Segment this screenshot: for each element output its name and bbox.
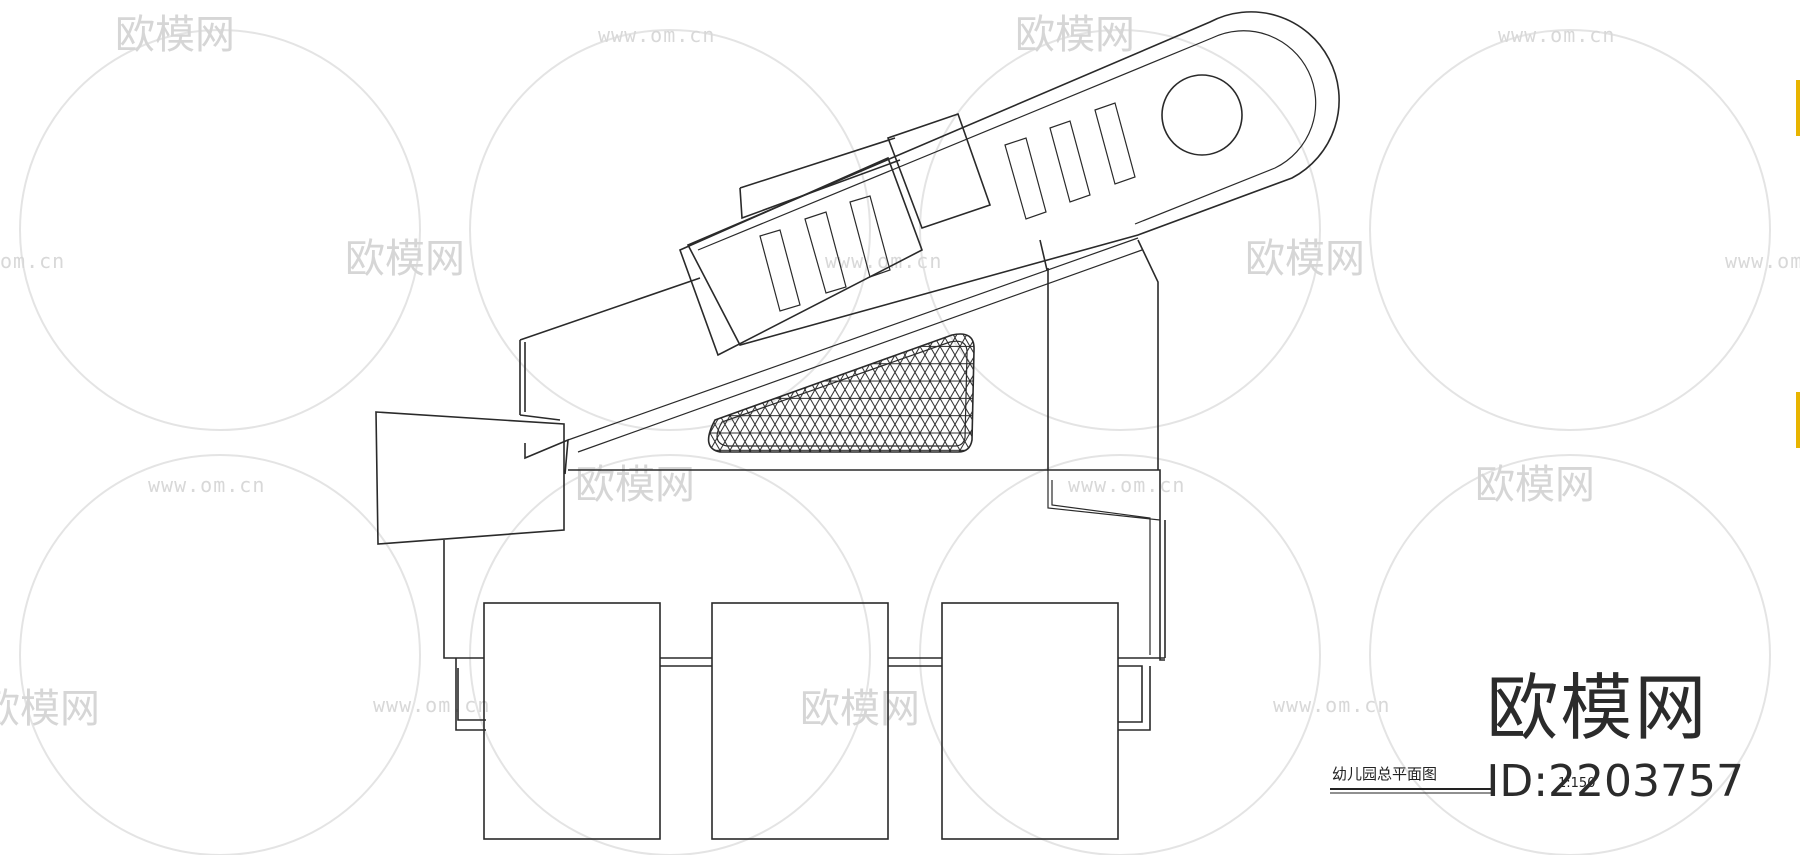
- classroom-block-3: [941, 602, 1119, 840]
- watermark-url: www.om.cn: [598, 23, 715, 47]
- main-wing-outline: [686, 11, 1340, 346]
- site-boundary-outer: [519, 277, 701, 475]
- watermark-brand: 欧模网: [1015, 12, 1135, 58]
- courtyard-inner-edge: [716, 340, 968, 447]
- watermark-brand: 欧模网: [0, 686, 100, 732]
- edge-marker: [1796, 80, 1800, 136]
- watermark-url: www.om.cn: [148, 473, 265, 497]
- drawing-title: 幼儿园总平面图: [1332, 765, 1437, 783]
- classroom-slot: [849, 195, 891, 278]
- watermark-brand: 欧模网: [1245, 236, 1365, 282]
- watermark-url: www.om.cn: [1273, 693, 1390, 717]
- brand-name: 欧模网: [1486, 666, 1709, 750]
- edge-marker: [1796, 392, 1800, 448]
- entrance-hall: [375, 411, 565, 545]
- watermark-brand: 欧模网: [800, 686, 920, 732]
- watermark-url: www.om.cn: [1068, 473, 1185, 497]
- classroom-slot: [1049, 120, 1091, 203]
- watermark-url: www.om.cn: [1725, 249, 1800, 273]
- hatched-courtyard: [707, 333, 975, 453]
- main-wing-inner-outline: [697, 30, 1317, 251]
- watermark-brand: 欧模网: [115, 12, 235, 58]
- brand-stamp: 欧模网 ID:2203757: [1486, 668, 1744, 808]
- side-corridor-inner: [1047, 470, 1161, 655]
- classroom-slot: [804, 211, 847, 294]
- brand-id: ID:2203757: [1486, 756, 1744, 807]
- classroom-slot: [759, 229, 801, 312]
- side-corridor: [1047, 239, 1165, 661]
- site-plan: 幼儿园总平面图 1:150: [375, 11, 1595, 840]
- classroom-slot: [1094, 102, 1136, 185]
- watermark-url: om.cn: [0, 249, 65, 273]
- site-boundary: [524, 239, 1048, 412]
- watermark-url: www.om.cn: [825, 249, 942, 273]
- lower-site-outline: [443, 540, 1165, 731]
- site-boundary-outer: [739, 137, 901, 220]
- watermark-brand: 欧模网: [575, 462, 695, 508]
- room-block: [886, 112, 992, 230]
- drawing-scale: 1:150: [1558, 776, 1595, 791]
- room-block: [678, 156, 923, 357]
- walkway-edge: [567, 237, 1139, 441]
- watermark-brand: 欧模网: [1475, 462, 1595, 508]
- watermark-brand: 欧模网: [345, 236, 465, 282]
- classroom-block-1: [483, 602, 661, 840]
- classroom-block-2: [711, 602, 889, 840]
- classroom-slot: [1004, 137, 1047, 220]
- circular-room: [1161, 74, 1243, 156]
- watermark-url: www.om.cn: [373, 693, 490, 717]
- watermark-url: www.om.cn: [1498, 23, 1615, 47]
